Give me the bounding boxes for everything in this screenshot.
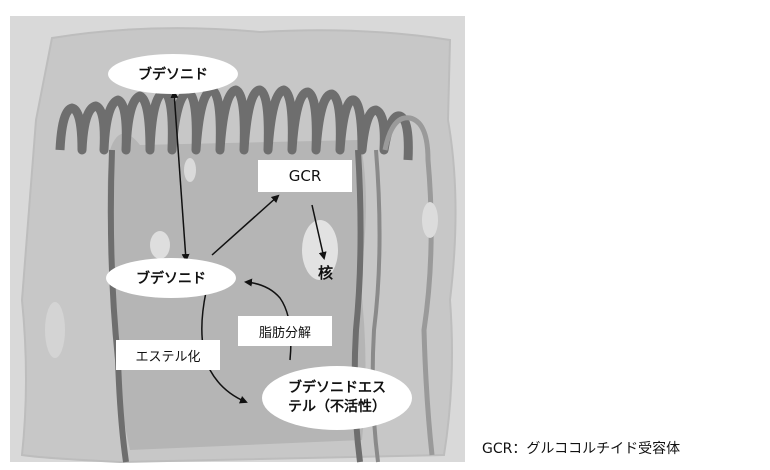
- node-gcr: GCR: [258, 160, 352, 192]
- cell-spot: [45, 302, 65, 358]
- node-budesonide-mid: ブデソニド: [106, 258, 236, 298]
- ester-label-line2: テル（不活性）: [288, 398, 386, 417]
- node-budesonide-ester: ブデソニドエス テル（不活性）: [262, 366, 412, 430]
- cell-spot: [422, 202, 438, 238]
- node-budesonide-top: ブデソニド: [108, 54, 238, 94]
- cell-spot: [184, 158, 196, 182]
- ester-label-line1: ブデソニドエス: [288, 379, 386, 398]
- footnote-gcr-definition: GCR：グルココルチイド受容体: [482, 438, 680, 458]
- edge-label-esterification: エステル化: [116, 340, 220, 370]
- node-nucleus: 核: [318, 262, 333, 283]
- edge-label-lipolysis: 脂肪分解: [238, 316, 332, 346]
- cell-spot: [150, 231, 170, 259]
